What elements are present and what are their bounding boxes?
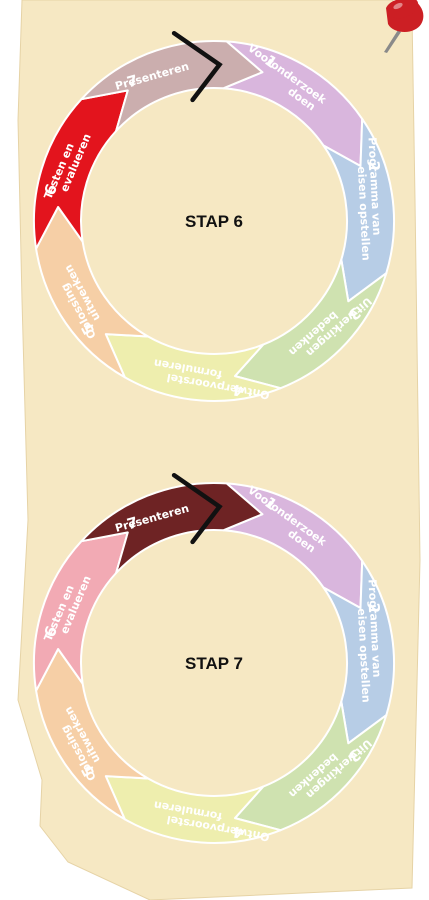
paper-note xyxy=(17,0,421,900)
pushpin-icon xyxy=(384,0,424,53)
current-step-marker xyxy=(171,472,223,545)
step-label-2: 2 Programma vaneisen opstellen xyxy=(353,137,387,261)
pin-highlight xyxy=(393,2,403,10)
pin-needle xyxy=(384,30,401,53)
pin-head xyxy=(389,0,419,19)
stap-title: STAP 6 xyxy=(185,212,243,231)
stap-title: STAP 7 xyxy=(185,654,243,673)
current-step-marker xyxy=(171,30,223,103)
step-label-2: 2 Programma vaneisen opstellen xyxy=(353,579,387,703)
